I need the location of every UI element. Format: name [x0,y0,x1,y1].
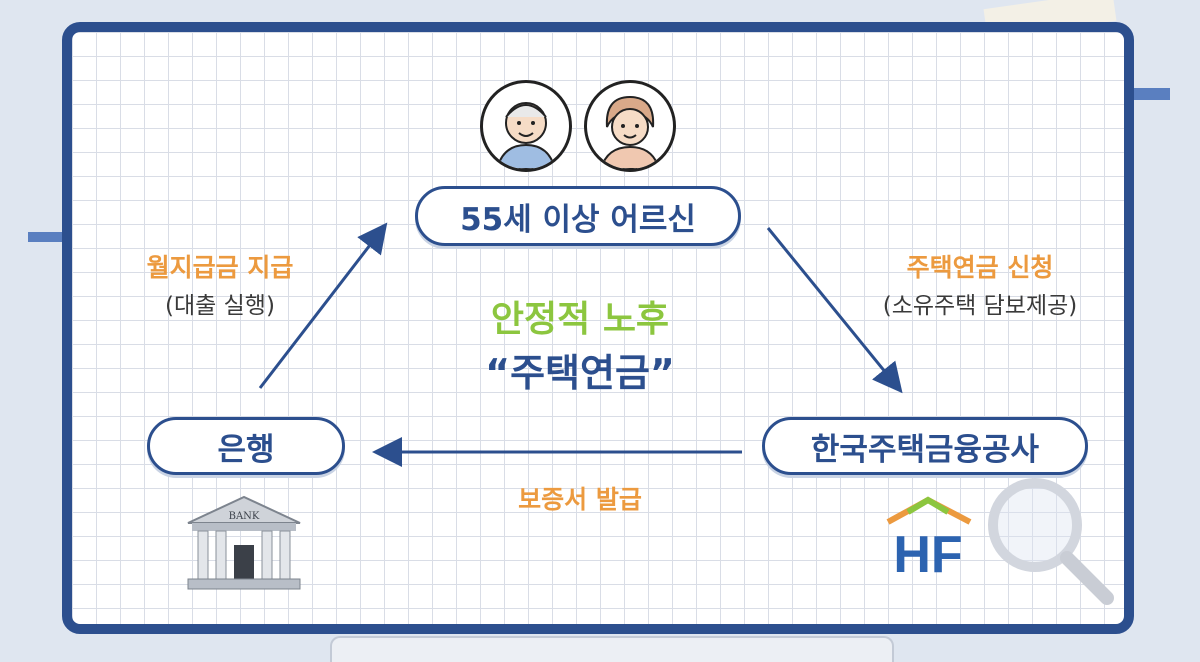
edge-sublabel-apply: (소유주택 담보제공) [882,293,1078,319]
bank-sign: BANK [229,511,260,522]
node-seniors: 55세 이상 어르신 [415,186,741,246]
edge-label-guarantee: 보증서 발급 [518,485,642,514]
edge-label-pay: 월지급금 지급 [146,253,294,282]
keyboard-deco [330,636,894,662]
background-bar-deco-left [28,232,68,242]
arrow-seniors-to-hf [766,227,903,394]
magnifier-deco-icon [975,470,1115,610]
center-title-line1: 안정적 노후 [490,299,670,340]
elderly-man-avatar [480,80,572,172]
edge-sublabel-pay: (대출 실행) [165,293,275,319]
bank-building-icon: BANK [184,493,304,593]
elderly-woman-avatar [584,80,676,172]
node-bank: 은행 [147,417,345,475]
edge-label-apply: 주택연금 신청 [906,253,1054,282]
arrow-bank-to-seniors [258,222,388,389]
node-hf: 한국주택금융공사 [762,417,1088,475]
center-title-line2: “주택연금” [485,351,675,395]
hf-logo: HF [878,492,978,584]
hf-logo-text: HF [893,526,962,576]
